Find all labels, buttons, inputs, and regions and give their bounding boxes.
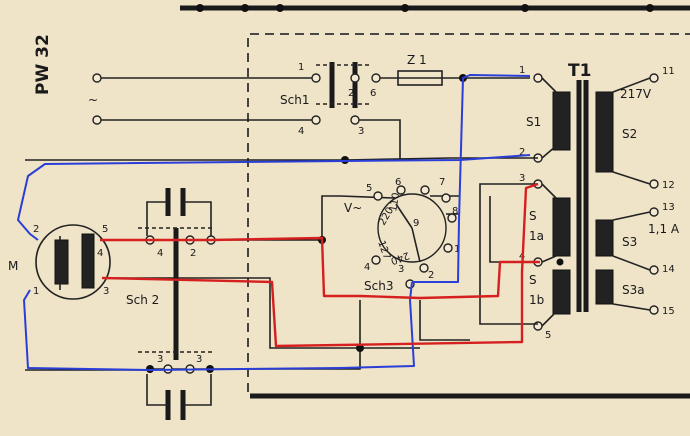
selector-110-label: 110 (388, 192, 402, 213)
motor-pin-5: 5 (102, 224, 108, 235)
t1-secondary-terminals (612, 73, 659, 315)
blue-overlay-wiring (17, 74, 531, 371)
sch3-label: Sch3 (364, 279, 393, 293)
s-label-bottom: S (529, 273, 537, 287)
transformer-t1 (552, 80, 614, 315)
s-label-top: S (529, 209, 537, 223)
sch3-pin-2: 2 (428, 270, 434, 281)
red-overlay-wiring (100, 182, 540, 348)
sch3-pin-7: 7 (439, 177, 445, 188)
s1b-label: 1b (529, 293, 544, 307)
t1-pin-12: 12 (662, 180, 675, 191)
sch3-pin-5: 5 (366, 183, 372, 194)
sch3-pin-6: 6 (395, 177, 401, 188)
sch2-pin-3-right: 3 (196, 354, 202, 365)
sch2-label: Sch 2 (126, 293, 159, 307)
sch2-pin-3-left: 3 (157, 354, 163, 365)
t1-pin-13: 13 (662, 202, 675, 213)
sch1-pin-6: 6 (370, 88, 376, 99)
motor-label: M (8, 259, 18, 273)
t1-pin-3: 3 (519, 173, 525, 184)
s2-label: S2 (622, 127, 637, 141)
selector-volt-label: V~ (344, 201, 362, 215)
t1-primary-terminals (533, 73, 557, 331)
top-bus-junctions (196, 4, 654, 12)
voltage-217v-label: 217V (620, 87, 652, 101)
motor-pin-2: 2 (33, 224, 39, 235)
sch2-pin-2: 2 (190, 248, 196, 259)
sch3-pin-1: 1 (454, 244, 460, 255)
sch1-pin-2: 2 (348, 88, 354, 99)
t1-pin-1: 1 (519, 65, 525, 76)
t1-pin-5: 5 (545, 330, 551, 341)
t1-pin-2: 2 (519, 147, 525, 158)
z1-label: Z 1 (407, 53, 427, 67)
sch1-pin-1: 1 (298, 62, 304, 73)
sch1-pin-4: 4 (298, 126, 304, 137)
t1-pin-14: 14 (662, 264, 675, 275)
selector-240-label: 240 (389, 249, 411, 266)
sch3-pin-3: 3 (398, 264, 404, 275)
sch1-pin-3: 3 (358, 126, 364, 137)
sch3-pin-9: 9 (413, 218, 419, 229)
t1-pin-15: 15 (662, 306, 675, 317)
s3a-label: S3a (622, 283, 645, 297)
sch3-pin-8: 8 (452, 206, 458, 217)
sch3-voltage-selector[interactable] (339, 185, 460, 289)
mains-input (92, 73, 312, 125)
t1-label: T1 (568, 61, 591, 81)
page-title: PW 32 (33, 34, 53, 95)
s3-label: S3 (622, 235, 637, 249)
motor-m (35, 224, 111, 300)
black-wiring (25, 156, 538, 373)
enclosure-outline (247, 33, 690, 392)
sch3-pin-4: 4 (364, 262, 370, 273)
ac-symbol: ~ (88, 93, 98, 107)
motor-pin-4: 4 (97, 248, 103, 259)
s1-label: S1 (526, 115, 541, 129)
t1-pin-11: 11 (662, 66, 675, 77)
current-1-1a-label: 1,1 A (648, 222, 680, 236)
sch2-pin-4: 4 (157, 248, 163, 259)
sch1-label: Sch1 (280, 93, 309, 107)
s1a-label: 1a (529, 229, 544, 243)
motor-pin-3: 3 (103, 286, 109, 297)
motor-pin-1: 1 (33, 286, 39, 297)
